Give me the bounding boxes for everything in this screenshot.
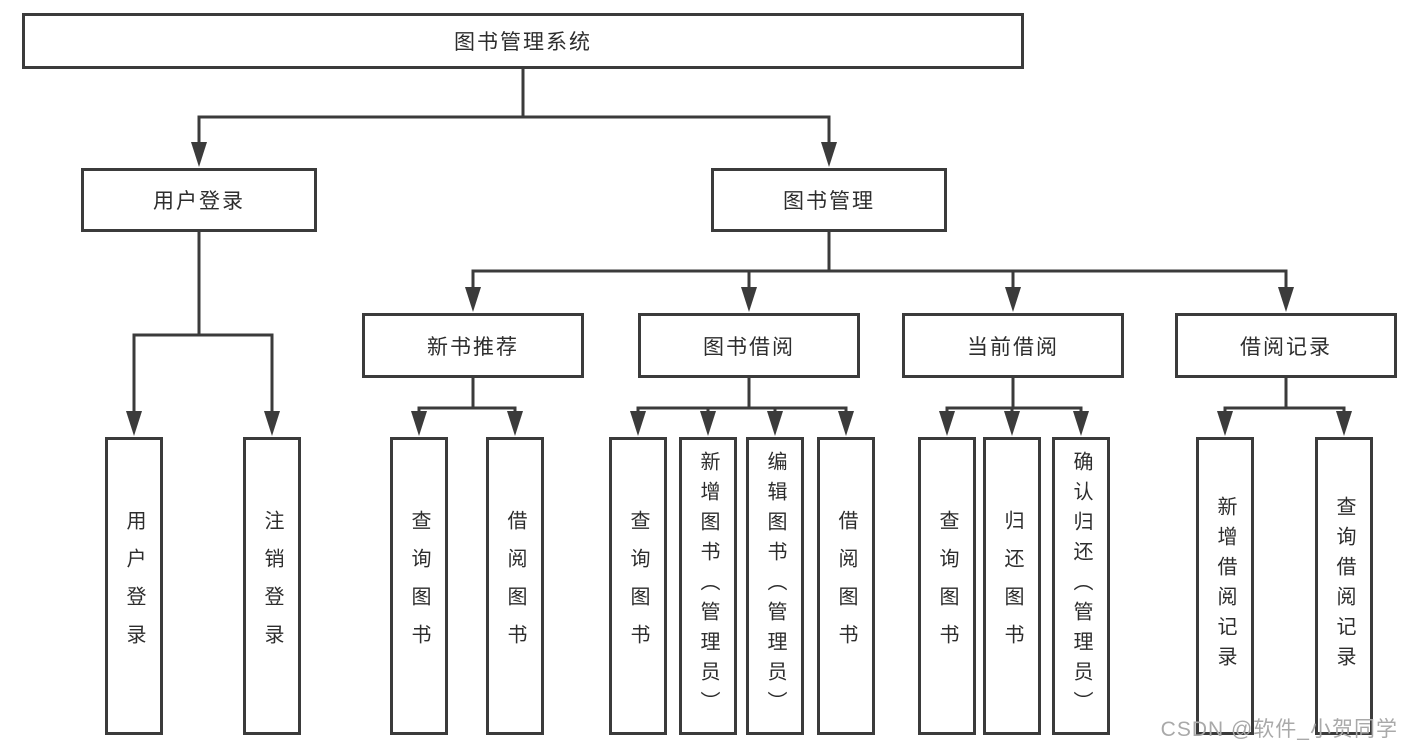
leaf-borrow-books: 借阅图书 [817,437,875,735]
csdn-watermark: CSDN @软件_小贺同学 [1160,718,1398,741]
arrow-down-icon [126,411,142,436]
arrow-down-icon [939,411,955,436]
node-current-borrow: 当前借阅 [902,313,1124,378]
arrow-down-icon [1073,411,1089,436]
connector-book-borrow-to-leaves [636,376,848,420]
connector-book-management-to-level3 [471,230,1288,295]
arrow-down-icon [1278,287,1294,312]
connector-user-login-to-leaves [132,230,274,419]
node-label: 新增图书（管理员） [697,451,719,721]
node-label: 归还图书 [1001,510,1023,662]
node-label: 查询借阅记录 [1333,496,1355,676]
arrowhead-icons [126,142,1352,436]
node-label: 借阅图书 [504,510,526,662]
arrow-down-icon [264,411,280,436]
node-book-management: 图书管理 [711,168,947,232]
arrow-down-icon [741,287,757,312]
leaf-borrow-books-recommend: 借阅图书 [486,437,544,735]
arrow-down-icon [1005,287,1021,312]
leaf-add-borrow-record: 新增借阅记录 [1196,437,1254,735]
arrow-down-icon [767,411,783,436]
node-label: 用户登录 [153,190,245,213]
arrow-down-icon [465,287,481,312]
arrow-down-icon [1336,411,1352,436]
node-label: 查询图书 [627,510,649,662]
arrow-down-icon [191,142,207,167]
leaf-add-books-admin: 新增图书（管理员） [679,437,737,735]
node-label: 查询图书 [936,510,958,662]
node-label: 借阅图书 [835,510,857,662]
connector-new-book-recommend-to-leaves [417,376,517,420]
node-new-book-recommend: 新书推荐 [362,313,584,378]
leaf-query-books-borrow: 查询图书 [609,437,667,735]
node-label: 注销登录 [261,510,283,662]
node-borrow-record: 借阅记录 [1175,313,1397,378]
leaf-user-login: 用户登录 [105,437,163,735]
node-label: 新书推荐 [427,335,519,359]
node-label: 新增借阅记录 [1214,496,1236,676]
arrow-down-icon [411,411,427,436]
arrow-down-icon [700,411,716,436]
leaf-query-books-recommend: 查询图书 [390,437,448,735]
node-label: 查询图书 [408,510,430,662]
leaf-edit-books-admin: 编辑图书（管理员） [746,437,804,735]
node-label: 编辑图书（管理员） [764,451,786,721]
leaf-return-books: 归还图书 [983,437,1041,735]
node-user-login: 用户登录 [81,168,317,232]
arrow-down-icon [507,411,523,436]
connector-borrow-record-to-leaves [1223,376,1346,420]
connector-root-to-level2 [197,67,831,150]
node-label: 图书管理系统 [454,31,592,54]
arrow-down-icon [630,411,646,436]
node-label: 借阅记录 [1240,335,1332,359]
node-label: 确认归还（管理员） [1070,451,1092,721]
arrow-down-icon [1004,411,1020,436]
leaf-query-borrow-record: 查询借阅记录 [1315,437,1373,735]
arrow-down-icon [821,142,837,167]
node-label: 用户登录 [123,510,145,662]
node-book-borrow: 图书借阅 [638,313,860,378]
leaf-logout: 注销登录 [243,437,301,735]
arrow-down-icon [1217,411,1233,436]
leaf-query-books-current: 查询图书 [918,437,976,735]
node-label: 当前借阅 [967,335,1059,359]
arrow-down-icon [838,411,854,436]
leaf-confirm-return-admin: 确认归还（管理员） [1052,437,1110,735]
node-label: 图书管理 [783,190,875,213]
node-library-management-system: 图书管理系统 [22,13,1024,69]
node-label: 图书借阅 [703,335,795,359]
